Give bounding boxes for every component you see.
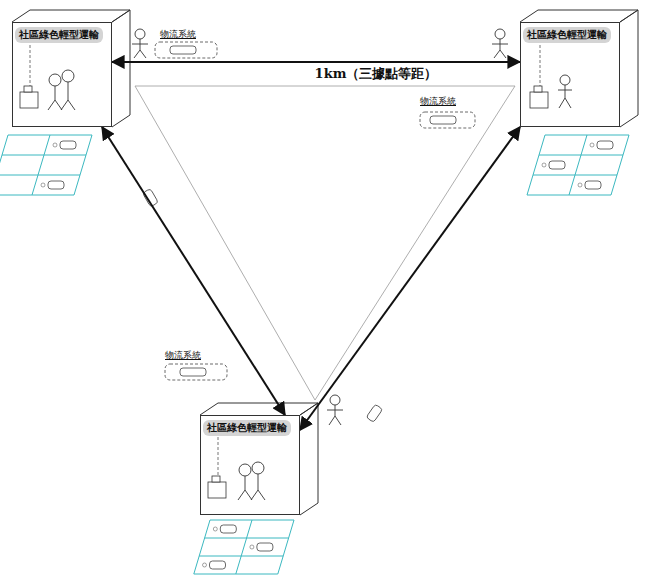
triangle-guide (135, 86, 515, 400)
parked-car (597, 141, 613, 149)
grid-line (0, 135, 8, 195)
parked-car (220, 525, 236, 533)
cube-outlines (12, 10, 638, 515)
grid-line (0, 175, 80, 176)
parked-car (257, 543, 273, 551)
station-title: 社區綠色輕型運輸 (15, 27, 103, 43)
grid-line (611, 135, 629, 195)
double-arrow (102, 127, 285, 415)
marker-dot (542, 163, 546, 167)
marker-dot (53, 143, 57, 147)
station-box: 社區綠色輕型運輸 (200, 415, 300, 515)
grid-line (278, 520, 294, 574)
station-title: 社區綠色輕型運輸 (523, 27, 611, 43)
station-box: 社區綠色輕型運輸 (12, 22, 112, 127)
distance-label: 1km（三據點等距） (313, 65, 440, 83)
parked-car (585, 181, 601, 189)
system-label: 物流系統 (420, 95, 456, 108)
double-arrow (300, 127, 520, 430)
parked-car (549, 161, 565, 169)
marker-dot (590, 143, 594, 147)
parked-car (210, 561, 226, 569)
grid-line (74, 135, 92, 195)
parked-car (48, 181, 64, 189)
marker-dot (203, 563, 207, 567)
station-title: 社區綠色輕型運輸 (203, 420, 291, 436)
station-box: 社區綠色輕型運輸 (520, 22, 620, 127)
people (48, 29, 572, 500)
marker-dot (250, 545, 254, 549)
system-label: 物流系統 (165, 349, 201, 362)
grid-line (32, 135, 50, 195)
counters (20, 86, 548, 498)
grid-line (0, 195, 74, 196)
logistics-boxes (155, 42, 475, 380)
marker-dot (213, 527, 217, 531)
grid-line (194, 520, 210, 574)
system-label: 物流系統 (160, 28, 196, 41)
grid-line (527, 135, 545, 195)
grid-line (236, 520, 252, 574)
grid-line (569, 135, 587, 195)
marker-dot (578, 183, 582, 187)
double-arrow (112, 61, 520, 63)
parking-grids (0, 135, 629, 574)
marker-dot (41, 183, 45, 187)
parked-car (60, 141, 76, 149)
